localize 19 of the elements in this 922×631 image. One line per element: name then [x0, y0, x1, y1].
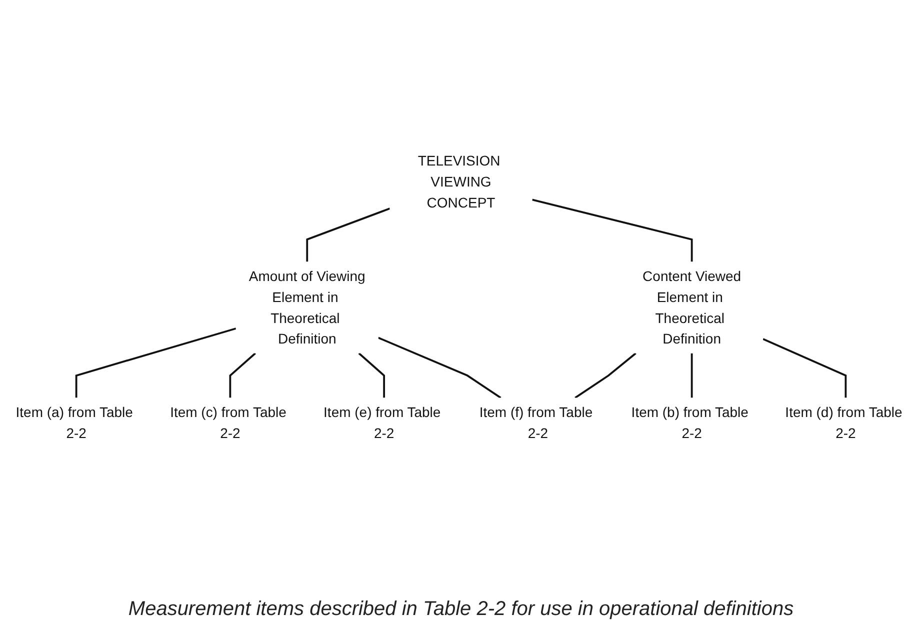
node-text: Content Viewed Element in Theoretical Definition — [642, 268, 742, 347]
connector — [574, 352, 636, 399]
connector — [762, 338, 847, 398]
caption: Measurement items described in Table 2-2 for use in operational definitions — [128, 598, 794, 621]
node-text: Item (f) from Table 2-2 — [479, 404, 593, 442]
node-text: Item (c) from Table 2-2 — [170, 404, 286, 442]
connector — [532, 198, 693, 262]
node-text: Amount of Viewing Element in Theoretical Definition — [248, 268, 366, 347]
connector — [690, 353, 693, 398]
connector — [358, 352, 386, 398]
connector — [75, 328, 236, 398]
node-text: Item (b) from Table 2-2 — [631, 404, 748, 442]
connector — [229, 352, 256, 398]
node-text: TELEVISION VIEWING CONCEPT — [418, 152, 500, 211]
node-text: Item (d) from Table 2-2 — [785, 404, 902, 442]
node-text: Item (a) from Table 2-2 — [16, 404, 133, 442]
connector — [306, 208, 390, 262]
node-text: Item (e) from Table 2-2 — [324, 404, 441, 442]
connector — [378, 336, 502, 399]
